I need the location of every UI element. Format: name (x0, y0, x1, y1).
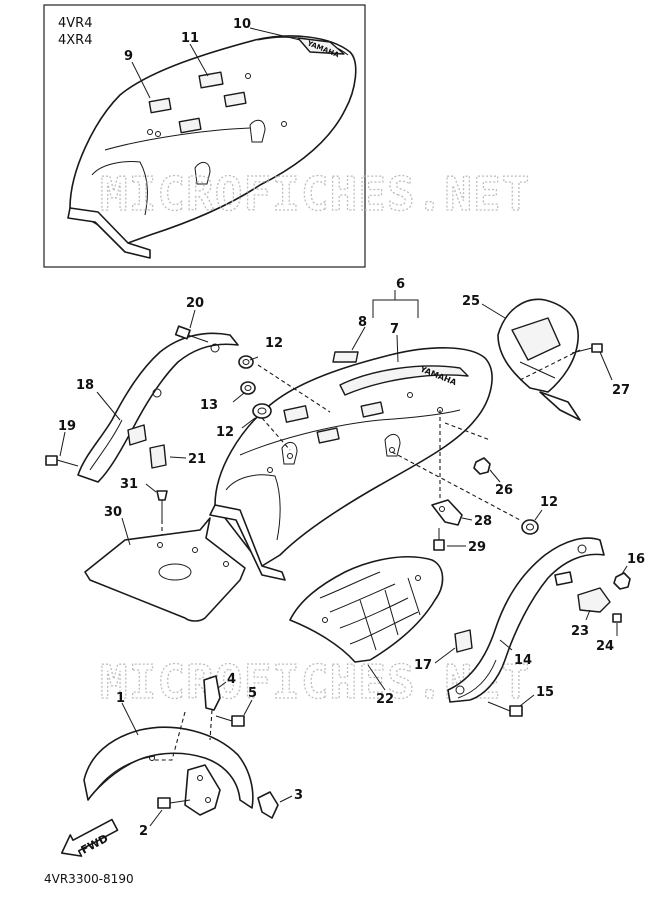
callout-12-right: 12 (540, 495, 558, 510)
callout-1: 1 (116, 691, 125, 706)
grommet-12-right (521, 519, 539, 535)
diagram-code: 4VR3300-8190 (44, 872, 134, 886)
callout-14: 13 (200, 398, 218, 413)
inner-fender-23 (289, 555, 444, 663)
callout-11: 11 (181, 31, 199, 46)
inset-model-1: 4VR4 (58, 16, 92, 31)
callout-27: 26 (495, 483, 513, 498)
callout-8: 8 (358, 315, 367, 330)
nut-27 (473, 457, 491, 475)
callout-5: 5 (248, 686, 257, 701)
callout-19: 18 (76, 378, 94, 393)
callout-24: 23 (571, 624, 589, 639)
callout-26: 25 (462, 294, 480, 309)
bolt-5 (215, 715, 245, 727)
front-bracket (184, 764, 221, 816)
front-fender (83, 726, 254, 809)
stay-right (447, 537, 605, 703)
callout-2: 2 (139, 824, 148, 839)
nut-17 (613, 572, 631, 590)
callout-29: 28 (474, 514, 492, 529)
callout-32: 31 (120, 477, 138, 492)
callout-31: 30 (104, 505, 122, 520)
bolt-20 (45, 455, 79, 467)
bolt-21 (174, 325, 209, 343)
bolt-16 (487, 701, 523, 717)
callout-13: 12 (216, 425, 234, 440)
callout-18: 17 (414, 658, 432, 673)
screw-25 (612, 613, 622, 623)
callout-23: 22 (376, 692, 394, 707)
screw-32 (156, 490, 168, 520)
inset-rear-fender (67, 35, 357, 259)
callout-30: 29 (468, 540, 486, 555)
flap-plate-31 (84, 517, 246, 622)
callout-28: 27 (612, 383, 630, 398)
clip-3 (257, 791, 279, 819)
reflector-22 (149, 444, 167, 469)
forward-arrow-icon (60, 818, 119, 857)
callout-21: 20 (186, 296, 204, 311)
watermark-top: MICROFICHES.NET (100, 167, 530, 221)
inset-model-2: 4XR4 (58, 33, 92, 48)
bracket-4 (203, 675, 221, 741)
callout-9: 9 (124, 49, 133, 64)
callout-17: 16 (627, 552, 645, 567)
callout-16: 15 (536, 685, 554, 700)
reflector-18 (454, 629, 473, 653)
callout-10: 10 (233, 17, 251, 32)
callout-15: 14 (514, 653, 532, 668)
bolt-30 (433, 528, 445, 551)
bolt-2 (157, 797, 191, 809)
callout-20: 19 (58, 419, 76, 434)
bracket-29 (431, 499, 463, 526)
callout-3: 3 (294, 788, 303, 803)
rear-fender-main (209, 347, 493, 581)
bolt-28 (571, 343, 603, 354)
washer-14 (240, 381, 256, 395)
callout-6: 6 (396, 277, 405, 292)
callout-4: 4 (227, 672, 236, 687)
license-light-24 (554, 571, 611, 613)
callout-25: 24 (596, 639, 614, 654)
inset-frame (43, 4, 366, 268)
tail-light (497, 298, 581, 421)
callout-12-left: 12 (265, 336, 283, 351)
callout-7: 7 (390, 322, 399, 337)
grommet-12-left (238, 355, 254, 369)
callout-22: 21 (188, 452, 206, 467)
stay-left (77, 332, 239, 483)
collar-13 (252, 403, 272, 419)
